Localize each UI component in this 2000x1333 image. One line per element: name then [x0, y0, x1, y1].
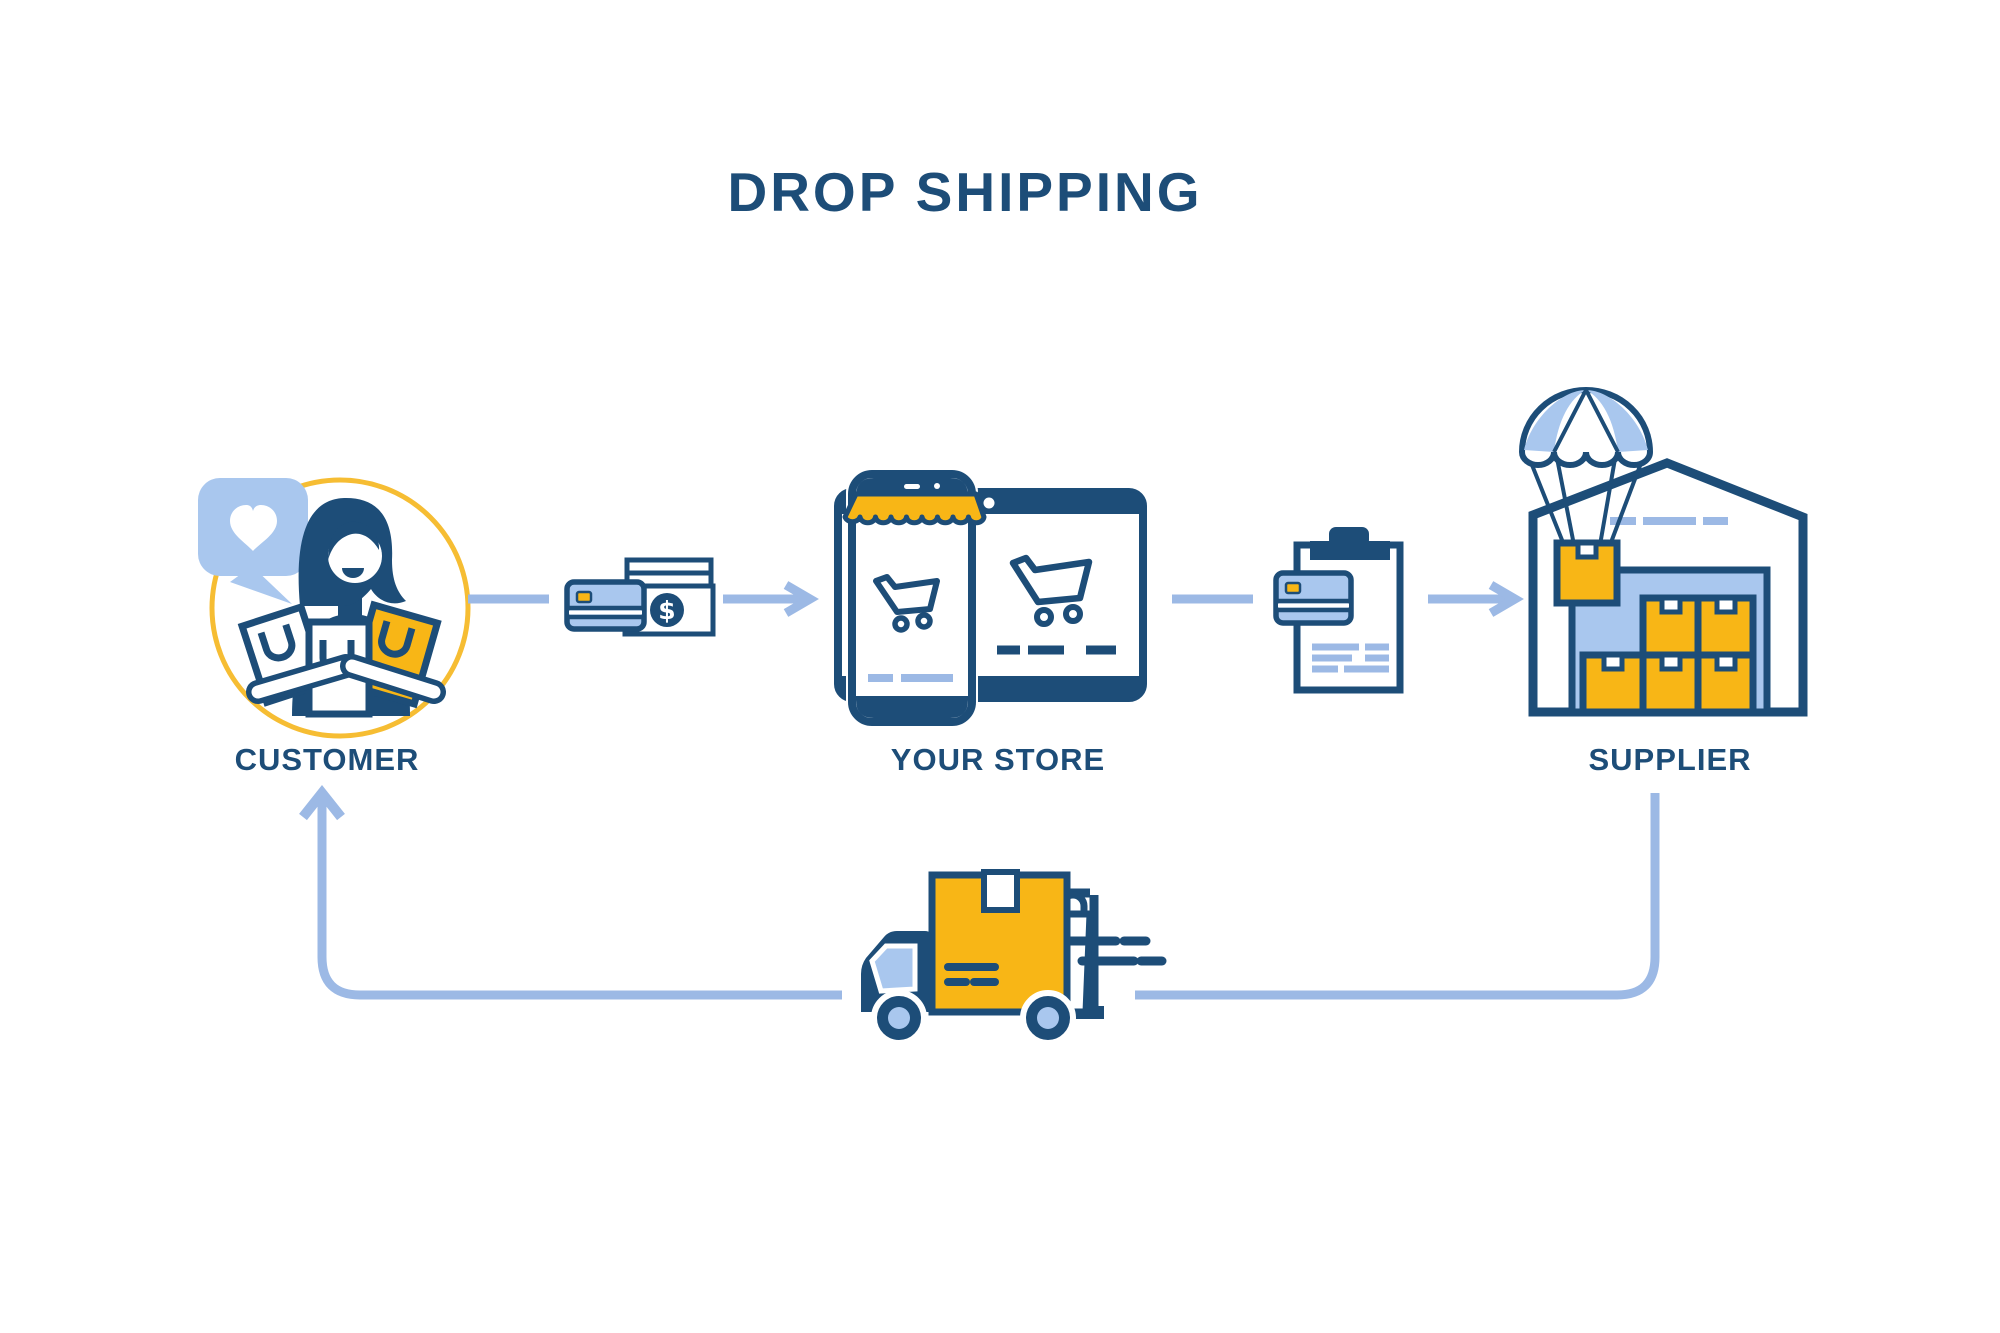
card-chip	[1284, 581, 1302, 595]
face	[328, 529, 382, 583]
customer-illustration	[198, 477, 471, 739]
awning-icon	[842, 491, 987, 526]
heart-speech-bubble-icon	[198, 478, 308, 604]
parachute-package-icon	[1518, 387, 1654, 607]
mouth	[342, 568, 364, 578]
order-text-lines	[1312, 643, 1389, 673]
arrow-payment-to-store	[723, 581, 819, 617]
delivery-truck-icon	[861, 869, 1167, 1046]
supplier-label: SUPPLIER	[1588, 742, 1752, 777]
arrow-up-to-customer	[299, 784, 345, 821]
shopping-cart-icon	[873, 574, 940, 633]
arrow-order-to-supplier	[1428, 581, 1524, 617]
heart-icon	[230, 505, 277, 551]
supplier-illustration	[1518, 387, 1808, 717]
shopping-bags-icon	[237, 600, 446, 718]
clipboard-clip	[1310, 541, 1390, 560]
truck-cab	[861, 931, 932, 1012]
store-label: YOUR STORE	[890, 742, 1106, 777]
card-chip	[575, 590, 593, 604]
order-icon	[1273, 527, 1404, 694]
page-title: DROP SHIPPING	[727, 161, 1203, 223]
shopping-cart-icon	[1009, 554, 1093, 627]
credit-card-icon	[1273, 570, 1354, 626]
dollar-sign: $	[658, 596, 675, 625]
truck-wheels	[871, 990, 1076, 1046]
phone-camera	[934, 483, 940, 489]
return-path	[299, 784, 1660, 1000]
payment-icon: $	[564, 557, 716, 637]
customer-label: CUSTOMER	[234, 742, 420, 777]
store-illustration	[834, 468, 1147, 728]
customer-ring	[209, 477, 471, 739]
stacked-boxes-icon	[1579, 594, 1757, 716]
phone-speaker	[904, 484, 920, 489]
browser-dot	[983, 497, 995, 509]
credit-card-icon	[564, 579, 647, 632]
